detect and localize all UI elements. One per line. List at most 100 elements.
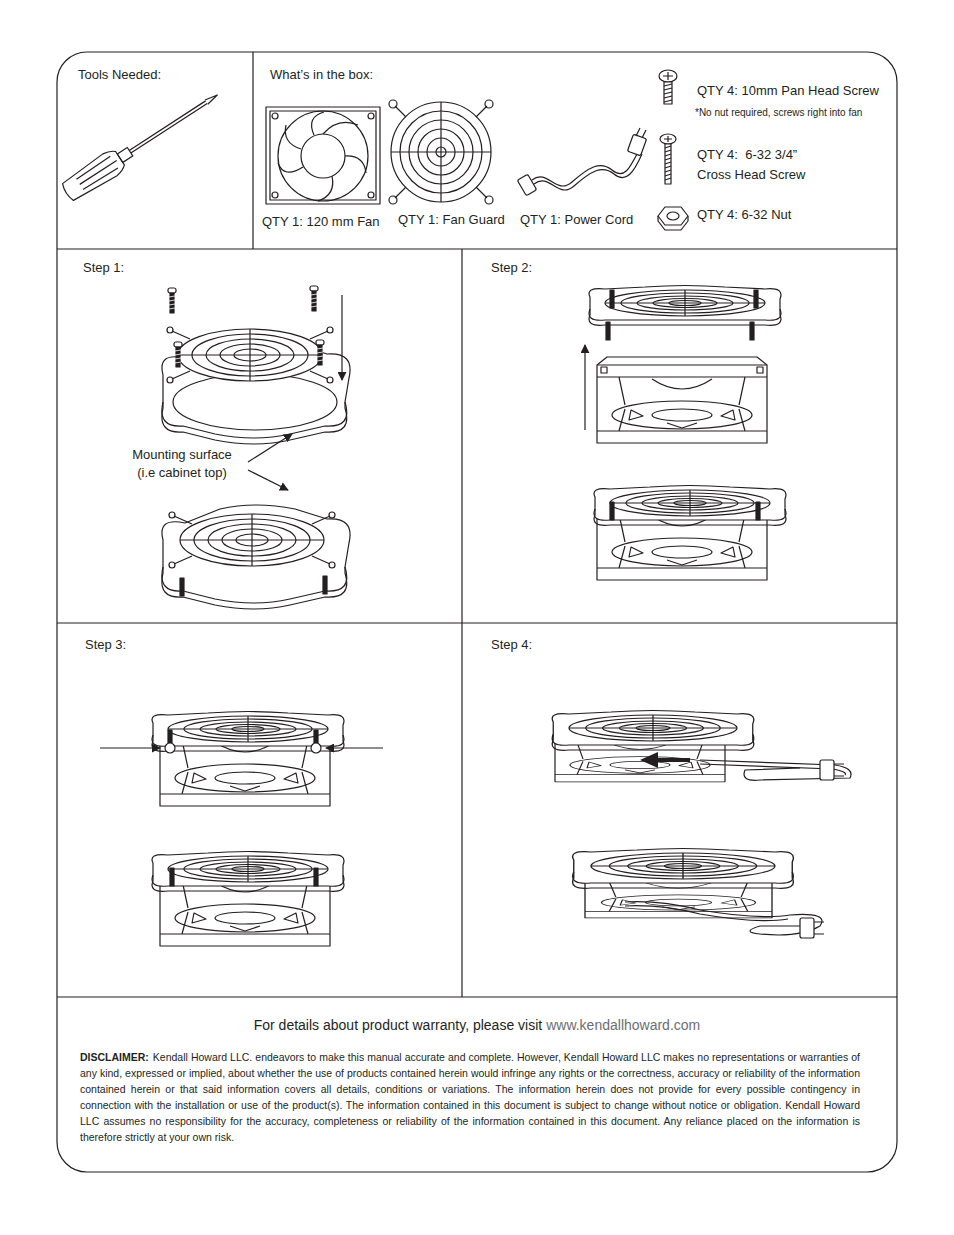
part-label: QTY 4: 6-32 Nut <box>697 207 791 223</box>
power-cord-part <box>532 152 638 186</box>
step4-bottom-part <box>625 902 822 935</box>
step3-top-part <box>326 747 383 748</box>
power-cord-part <box>627 134 646 156</box>
power-cord-part <box>534 154 642 190</box>
power-cord-part <box>517 174 536 196</box>
nut-part <box>667 212 679 220</box>
step2-bottom <box>594 486 786 581</box>
step2-bottom-part <box>610 502 614 520</box>
fan-front-part <box>368 113 374 119</box>
panel-heading: Step 3: <box>85 637 126 653</box>
disclaimer: DISCLAIMER:Kendall Howard LLC. endeavors… <box>80 1049 860 1145</box>
fan-front <box>266 107 380 204</box>
part-label: QTY 1: Power Cord <box>520 212 633 228</box>
cross-head-screw <box>660 134 676 184</box>
pan-head-screw-part <box>659 70 677 82</box>
fan-guard <box>389 100 493 204</box>
step4-top-part <box>552 711 754 751</box>
mounting-leaders-part <box>248 470 288 490</box>
part-label: QTY 4: 10mm Pan Head Screw <box>697 83 879 99</box>
step1-bottom-part <box>323 576 327 594</box>
step-panel: Step 3: <box>57 623 462 997</box>
pan-head-screw-part <box>664 82 672 104</box>
panel-heading: Step 4: <box>491 637 532 653</box>
step3-bottom-part <box>314 868 318 886</box>
step4-bottom-part <box>625 906 788 921</box>
cross-head-screw-part <box>665 146 671 180</box>
step4-top-part <box>700 760 851 780</box>
step4-bottom-part <box>573 849 794 889</box>
frame-part <box>57 622 897 623</box>
part-label: QTY 1: Fan Guard <box>398 212 505 228</box>
power-cord-part <box>636 128 646 138</box>
step-panel: Tools Needed: <box>57 52 253 249</box>
fan-front-part <box>368 192 374 198</box>
step1-bottom-part <box>180 578 184 596</box>
fan-front-part <box>278 111 368 201</box>
step1-top-part <box>341 295 342 380</box>
disclaimer-text: Kendall Howard LLC. endeavors to make th… <box>80 1051 860 1143</box>
fan-guard-part <box>395 106 487 198</box>
nut <box>658 207 688 230</box>
step2-top-part <box>589 286 781 326</box>
step4-top-part <box>640 752 658 768</box>
step1-top-part <box>173 374 337 430</box>
screwdriver-part <box>59 147 127 204</box>
fan-guard-part <box>485 100 493 108</box>
step-panel: Step 4: <box>462 623 897 997</box>
fan-guard-part <box>389 100 397 108</box>
mounting-leaders-part <box>248 434 292 462</box>
step3-top <box>100 712 383 807</box>
panel-heading: Tools Needed: <box>78 67 161 83</box>
disclaimer-heading: DISCLAIMER: <box>80 1051 149 1063</box>
step4-bottom-part <box>814 922 824 934</box>
fan-guard-part <box>389 196 397 204</box>
frame-part <box>461 249 462 997</box>
pan-head-screw-part <box>664 84 672 102</box>
pan-head-screw-part <box>663 72 673 80</box>
fan-guard-part <box>391 102 491 202</box>
cross-head-screw-part <box>665 144 671 184</box>
step1-bottom <box>162 505 350 609</box>
cross-head-screw-part <box>664 136 672 142</box>
step2-top-part <box>754 290 758 308</box>
screwdriver-part <box>76 155 121 191</box>
fan-guard-part <box>391 102 491 202</box>
step2-top-part <box>597 357 767 443</box>
step1-top <box>162 286 350 444</box>
footer-panel: For details about product warranty, plea… <box>57 997 897 1172</box>
step2-top-part <box>606 322 610 340</box>
fan-front-part <box>266 107 380 204</box>
step3-top-part <box>100 747 160 748</box>
screwdriver <box>59 84 224 204</box>
step3-top-part <box>165 743 175 753</box>
step2-top-part <box>584 345 585 430</box>
step-panel: Step 1: <box>57 249 462 623</box>
screwdriver-part <box>129 101 207 153</box>
website-url: www.kendallhoward.com <box>546 1017 700 1033</box>
step1-top-part <box>167 327 333 383</box>
step4-top-part <box>834 764 844 776</box>
part-label: *No nut required, screws right into fan <box>695 105 862 121</box>
screwdriver-part <box>205 93 219 104</box>
step4-top-part <box>655 758 690 762</box>
warranty-text: For details about product warranty, plea… <box>254 1017 542 1033</box>
step3-bottom <box>152 852 344 947</box>
step4-top <box>552 711 851 782</box>
step2-top <box>585 286 781 444</box>
part-label: QTY 4: 6-32 3/4” <box>697 147 797 163</box>
step3-bottom-part <box>152 852 344 892</box>
step1-bottom-part <box>169 512 335 568</box>
frame-part <box>57 248 897 249</box>
part-label: QTY 1: 120 mm Fan <box>262 214 380 230</box>
fan-front-part <box>272 113 278 119</box>
step2-top-part <box>610 290 614 308</box>
frame-part <box>252 52 253 249</box>
nut-part <box>658 207 688 225</box>
frame <box>57 52 897 1172</box>
fan-front-part <box>270 111 376 200</box>
step3-bottom-part <box>170 868 174 886</box>
frame-part <box>57 52 897 1172</box>
